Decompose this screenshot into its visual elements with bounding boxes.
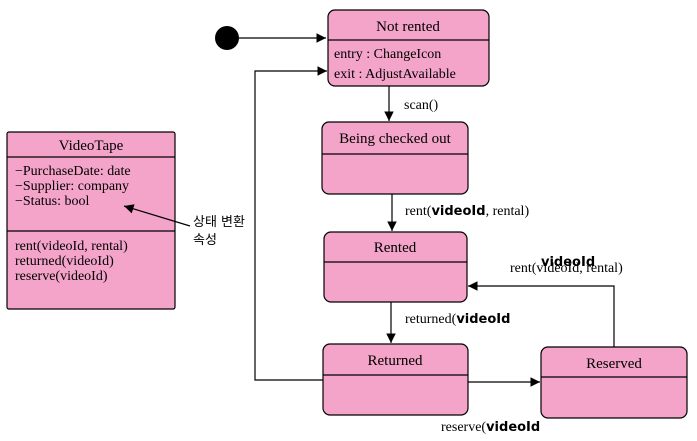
transition-label-reserve: reserve(videoId <box>441 420 540 435</box>
annotation-line1: 상태 변환 <box>193 215 245 230</box>
transition-label-returned-prefix: returned( <box>405 312 457 327</box>
transition-label-reserved-rent-overlay: videoId <box>541 255 595 270</box>
state-name: Returned <box>368 353 423 369</box>
class-operation: returned(videoId) <box>15 254 114 269</box>
transition-reserved-to-rented <box>468 281 615 347</box>
transition-label-reserve-overlay: videoId <box>486 420 540 435</box>
transition-label-reserve-prefix: reserve( <box>441 420 486 435</box>
state-name: Being checked out <box>339 131 451 147</box>
transition-label-rent-prefix: rent( <box>405 204 432 219</box>
state-name: Not rented <box>376 19 440 35</box>
class-attribute: −PurchaseDate: date <box>15 164 131 179</box>
state-not-rented: Not rented entry : ChangeIcon exit : Adj… <box>327 9 490 87</box>
transition-label-rent: rent(videoId, rental) <box>405 204 529 219</box>
class-attribute: −Supplier: company <box>15 179 129 194</box>
state-name: Rented <box>374 240 417 256</box>
class-name: VideoTape <box>59 138 124 154</box>
transition-label-reserved-rent: rent(videoId, rental) <box>510 261 623 276</box>
class-operation: reserve(videoId) <box>15 269 108 284</box>
class-operation: rent(videoId, rental) <box>15 239 128 254</box>
state-returned: Returned <box>322 343 469 416</box>
transition-label-returned: returned(videoId <box>405 312 510 327</box>
class-attribute: −Status: bool <box>15 194 90 209</box>
transition-returned-to-not-rented <box>254 66 327 381</box>
class-videotape: VideoTape −PurchaseDate: date −Supplier:… <box>6 131 176 310</box>
initial-state-dot <box>215 26 239 50</box>
state-reserved: Reserved <box>540 346 688 419</box>
transition-label-returned-overlay: videoId <box>456 312 510 327</box>
transition-label-rent-overlay: videoId <box>431 204 485 219</box>
state-rented: Rented <box>323 231 468 303</box>
annotation-line2: 속성 <box>193 233 217 248</box>
state-being-checked-out: Being checked out <box>321 121 469 195</box>
transition-label-rent-tail: , rental) <box>486 204 530 219</box>
annotation-arrow <box>123 204 191 227</box>
state-name: Reserved <box>586 356 642 372</box>
transition-label-scan: scan() <box>404 98 439 113</box>
state-exit-action: exit : AdjustAvailable <box>334 67 456 82</box>
state-entry-action: entry : ChangeIcon <box>334 47 441 62</box>
